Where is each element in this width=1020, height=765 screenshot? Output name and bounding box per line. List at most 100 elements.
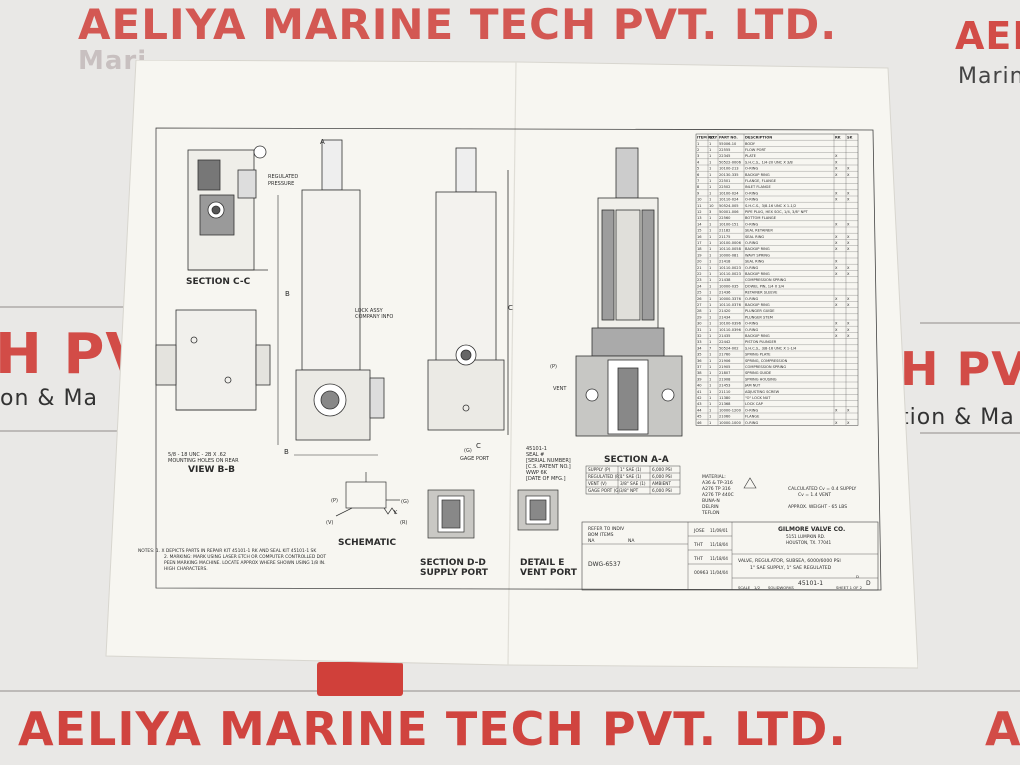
bom-cell: 10110-0023 xyxy=(719,266,741,270)
bom-cell: BACKUP RING xyxy=(745,272,770,276)
bom-header-cell: RK xyxy=(835,136,841,140)
bom-cell: 1 xyxy=(709,216,711,220)
bom-cell: 1 xyxy=(709,309,711,313)
bom-cell: 21182 xyxy=(719,229,730,233)
bom-cell: 21368 xyxy=(719,402,731,406)
bom-cell: 1 xyxy=(709,334,711,338)
drawing-svg: SECTION C-C REGULATED PRESSURE 5/8 - 18 … xyxy=(105,60,918,669)
bom-cell: JAM NUT xyxy=(744,384,761,388)
material-item: A276 TP 316 xyxy=(702,486,731,492)
material-item: BUNA-N xyxy=(702,498,720,504)
bom-header-cell: ITEM NO. xyxy=(697,136,715,140)
bom-cell: 41 xyxy=(697,390,702,394)
note-line: 2. MARKING: MARK USING LASER ETCH OR COM… xyxy=(164,554,326,560)
bom-cell: 16 xyxy=(697,235,702,239)
bom-cell: X xyxy=(847,241,850,245)
bom-cell: 1 xyxy=(709,154,711,158)
bom-cell: X xyxy=(847,173,850,177)
company-city: HOUSTON, TX. 77041 xyxy=(786,540,832,545)
drawn-date: 11/09/01 xyxy=(710,528,728,533)
bom-cell: 15 xyxy=(697,229,702,233)
schematic-diagram xyxy=(335,472,400,517)
bom-cell: 4 xyxy=(697,160,700,164)
bom-cell: COMPRESSION SPRING xyxy=(745,278,786,282)
bom-cell: 44 xyxy=(697,408,702,412)
bom-cell: 21436 xyxy=(719,291,731,295)
bom-cell: X xyxy=(835,247,838,251)
gage-label: (G) xyxy=(464,448,472,454)
bom-cell: 34 xyxy=(697,346,702,350)
detail-e-view xyxy=(517,489,559,531)
bom-cell: 1 xyxy=(709,402,711,406)
bom-cell: 20 xyxy=(697,260,702,264)
approved-by: THT xyxy=(693,556,703,562)
bom-cell: 50001-006 xyxy=(719,210,739,214)
approver-2-date: 11/04/04 xyxy=(710,570,728,575)
scale-label: SCALE xyxy=(738,585,751,590)
approx-weight: APPROX. WEIGHT - 65 LBS xyxy=(788,504,847,510)
marking-line-5: WWP 6K xyxy=(526,470,548,476)
bom-cell: X xyxy=(835,421,838,425)
bom-cell: X xyxy=(835,322,838,326)
sheet-label: SHEET 1 OF 2 xyxy=(836,585,863,590)
section-dd-label: SECTION D-D xyxy=(420,558,486,568)
drawn-by: JOSE xyxy=(693,528,705,534)
bom-cell: PIPE PLUG, HEX SOC, 1/4, 3/8" NPT xyxy=(745,210,808,214)
bom-cell: 10000-1000 xyxy=(719,421,742,425)
checked-date: 11/18/04 xyxy=(710,542,728,547)
bom-frame xyxy=(695,133,859,426)
bom-cell: 36 xyxy=(697,359,702,363)
watermark-mid-left-sub: on & Ma xyxy=(0,386,99,411)
label-b-left: B xyxy=(285,290,290,298)
bom-cell: 32 xyxy=(697,334,702,338)
drawing-number: 45101-1 xyxy=(798,580,823,587)
bom-cell: 25 xyxy=(697,291,702,295)
bom-cell: 18 xyxy=(697,247,702,251)
bom-cell: X xyxy=(835,303,838,307)
watermark-right-sub: Marin xyxy=(958,64,1020,89)
bom-cell: SEAL RING xyxy=(745,260,764,264)
port-table: SUPPLY (P) 1" SAE (1) 6,000 PSI REGULATE… xyxy=(585,465,681,495)
bom-cell: 38 xyxy=(697,371,702,375)
bom-cell: 22442 xyxy=(719,340,730,344)
bom-cell: 21908 xyxy=(719,377,731,381)
bom-cell: 10000-035 xyxy=(719,284,739,288)
schematic-r: (R) xyxy=(400,520,407,526)
bom-cell: 21435 xyxy=(719,334,730,338)
bom-cell: 10110-0023 xyxy=(719,272,741,276)
material-item: TEFLON xyxy=(701,510,719,516)
bom-cell: 1 xyxy=(709,253,711,257)
port-cell: 1" SAE (1) xyxy=(620,467,642,472)
bom-cell: BOTTOM FLANGE xyxy=(745,216,777,220)
bom-cell: 1 xyxy=(709,408,711,412)
bom-cell: 10110-0376 xyxy=(719,303,742,307)
bom-cell: 10 xyxy=(709,204,714,208)
bom-cell: 31 xyxy=(697,328,702,332)
label-b-right: B xyxy=(284,448,289,456)
solidworks-label: SOLIDWORKS xyxy=(768,585,794,590)
detail-e-label: DETAIL E xyxy=(520,558,564,568)
bom-cell: 21060 xyxy=(719,415,731,419)
bom-cell: X xyxy=(847,322,850,326)
section-aa-label: SECTION A-A xyxy=(604,455,669,465)
bom-cell: X xyxy=(847,272,850,276)
company-name: GILMORE VALVE CO. xyxy=(778,526,845,533)
bom-cell: 43 xyxy=(697,402,702,406)
bom-header-cell: DESCRIPTION xyxy=(745,136,772,140)
label-a: A xyxy=(320,138,325,146)
bom-cell: 1 xyxy=(709,390,711,394)
bom-cell: 1 xyxy=(709,241,711,245)
bom-cell: PLUNGER STEM xyxy=(745,315,773,319)
bom-cell: 1 xyxy=(709,198,711,202)
bom-cell: BACKUP RING xyxy=(745,334,770,338)
note-line: HIGH CHARACTERS. xyxy=(164,566,208,572)
bom-cell: 21453 xyxy=(719,384,730,388)
bom-cell: 1 xyxy=(709,272,711,276)
bom-cell: 50524-002 xyxy=(719,346,739,350)
bom-cell: 6 xyxy=(697,173,700,177)
bom-cell: 22501 xyxy=(719,179,730,183)
mounting-spec: 5/8 - 18 UNC - 2B X .62 xyxy=(168,452,226,458)
scale-value: 1/2 xyxy=(754,585,761,590)
marking-block: 45101-1 SEAL # [SERIAL NUMBER] [C.S. PAT… xyxy=(526,446,571,482)
bom-cell: 23 xyxy=(697,278,702,282)
